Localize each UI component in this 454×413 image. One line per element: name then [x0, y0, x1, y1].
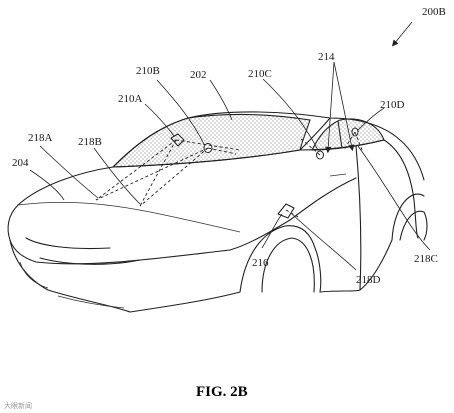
side-window — [311, 118, 385, 151]
label-210b: 210B — [136, 65, 160, 77]
field-of-view-lines — [95, 131, 363, 219]
figure-caption: FIG. 2B — [196, 384, 248, 400]
label-216: 216 — [252, 257, 269, 269]
label-204: 204 — [12, 157, 29, 169]
reference-labels: 200B 202 204 210A 210B 210C 210D 214 216… — [12, 6, 446, 286]
sensor-210a — [170, 133, 185, 147]
label-218d: 218D — [356, 274, 381, 286]
label-218a: 218A — [28, 132, 53, 144]
car-body — [7, 111, 428, 313]
mirror-216 — [277, 203, 295, 219]
label-202: 202 — [190, 69, 207, 81]
label-210a: 210A — [118, 93, 143, 105]
label-218c: 218C — [414, 253, 438, 265]
windshield — [111, 113, 311, 168]
label-218b: 218B — [78, 136, 102, 148]
label-210c: 210C — [248, 68, 272, 80]
watermark-text: 大眼新闻 — [4, 401, 32, 410]
label-210d: 210D — [380, 99, 405, 111]
label-214: 214 — [318, 51, 335, 63]
leader-lines — [29, 21, 431, 271]
label-200b: 200B — [422, 6, 446, 18]
